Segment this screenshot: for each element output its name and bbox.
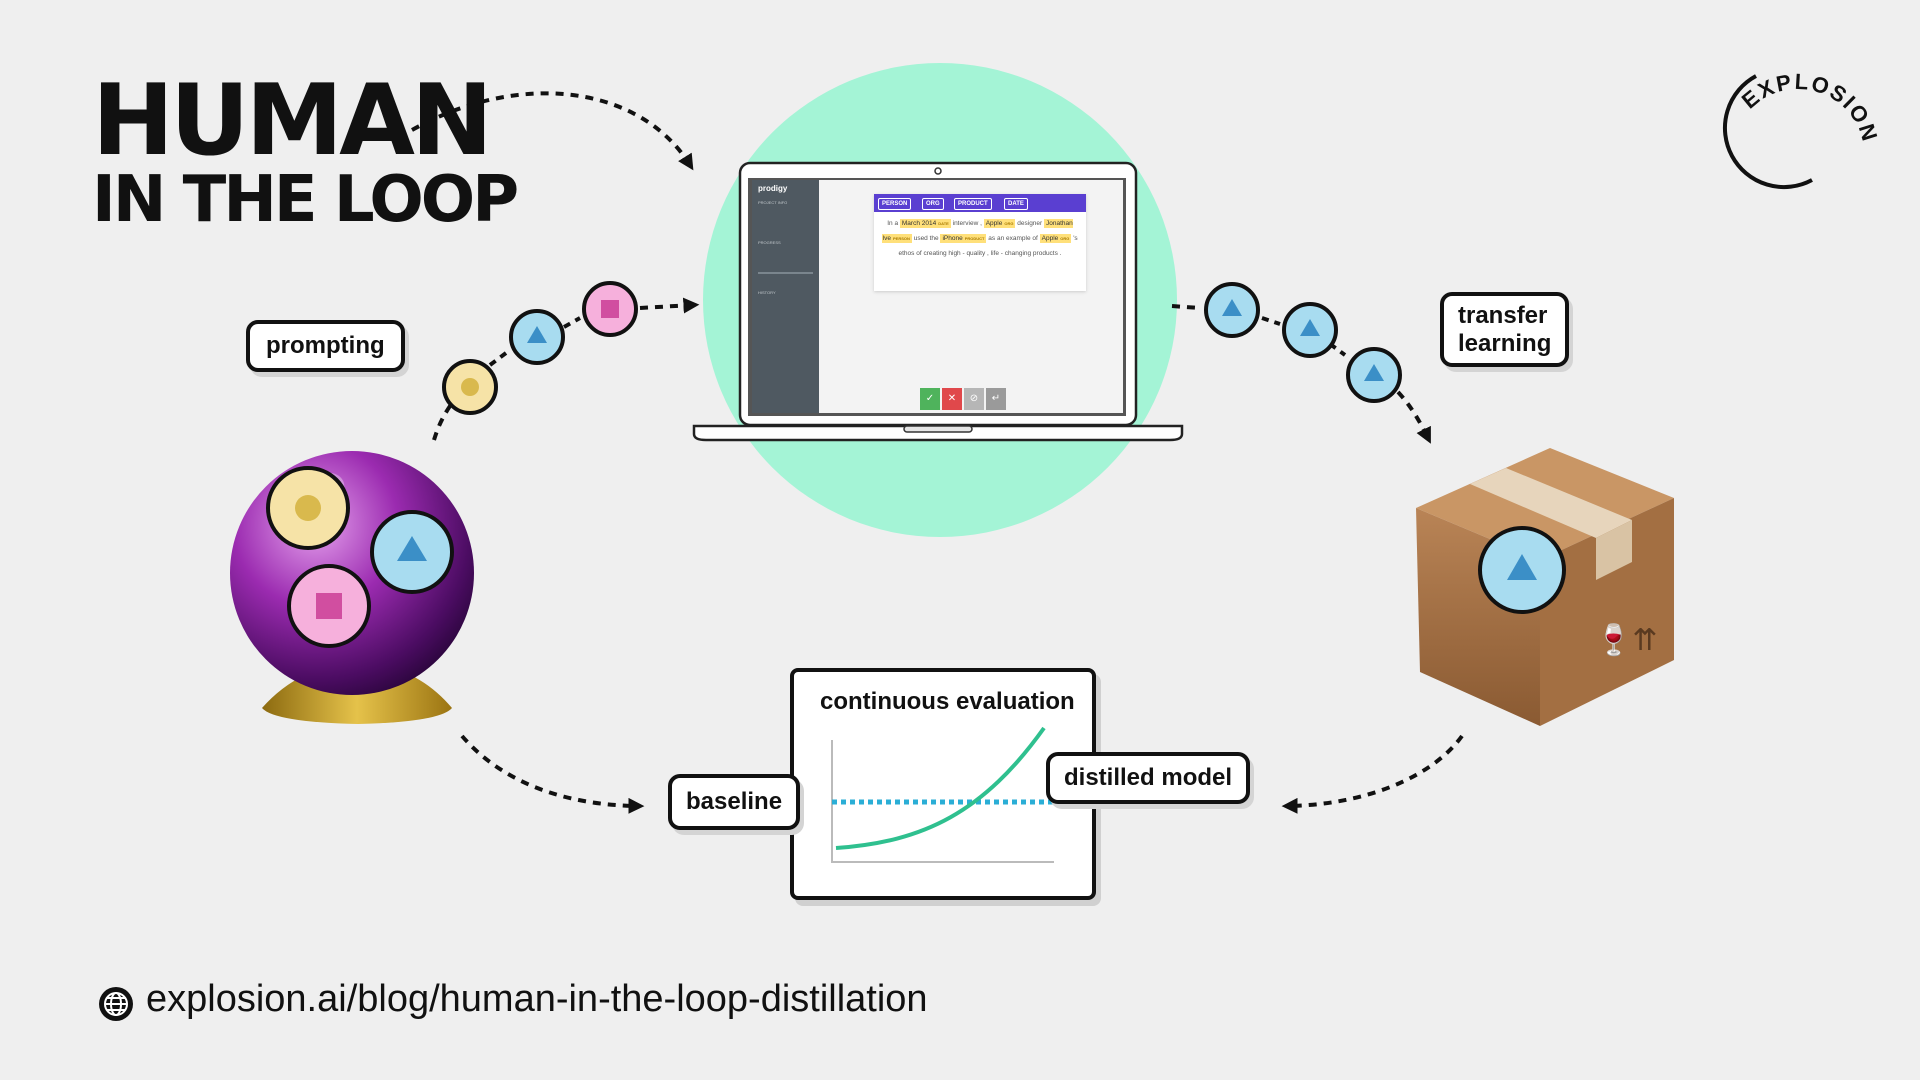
explosion-logo[interactable]: EXPLOSION (1737, 40, 1881, 200)
sidebar-heading-progress: PROGRESS (758, 240, 781, 245)
logo-arc-icon (1722, 74, 1813, 189)
label-org[interactable]: ORG (922, 198, 944, 210)
footer-url[interactable]: explosion.ai/blog/human-in-the-loop-dist… (146, 978, 928, 1020)
chart-axes (831, 740, 1054, 863)
globe-icon (99, 987, 133, 1021)
circle-blue-triangle-1 (1204, 282, 1260, 338)
baseline-label: baseline (686, 788, 783, 815)
prompting-label: prompting (266, 332, 385, 359)
ignore-button[interactable]: ⊘ (964, 388, 984, 410)
explosion-logo-text: EXPLOSION (1737, 69, 1881, 146)
baseline-bubble: baseline (668, 774, 801, 830)
label-date[interactable]: DATE (1004, 198, 1028, 210)
crystal-ball-illustration (230, 451, 474, 724)
arrow-ball-to-eval (460, 734, 645, 814)
distilled-curve (835, 726, 1046, 850)
title-human: HUMAN (92, 64, 493, 178)
evaluation-title: continuous evaluation (820, 688, 1075, 715)
app-brand: prodigy (758, 184, 788, 193)
transfer-learning-bubble: transfer learning (1440, 292, 1570, 368)
ball-yellow-circle (266, 466, 350, 550)
box-blue-circle (1478, 526, 1566, 614)
distilled-label: distilled model (1064, 764, 1233, 791)
box-fragile-icon: 🍷⇈ (1595, 622, 1658, 658)
progress-bar (758, 272, 813, 274)
circle-blue-triangle (509, 309, 565, 365)
ball-blue-circle (370, 510, 454, 594)
sidebar-heading-project: PROJECT INFO (758, 200, 788, 205)
circle-yellow-dot (442, 359, 498, 415)
transfer-label-line1: transfer (1458, 302, 1548, 329)
arrow-tl-link1 (1261, 316, 1281, 326)
reject-button[interactable]: ✕ (942, 388, 962, 410)
arrow-laptop-to-circles (1171, 304, 1201, 310)
prompting-bubble: prompting (246, 320, 405, 372)
label-product[interactable]: PRODUCT (954, 198, 992, 210)
arrow-to-box (1396, 390, 1431, 444)
arrow-circles-link2 (563, 316, 581, 329)
arrow-box-to-eval (1281, 734, 1464, 814)
ball-pink-circle (287, 564, 371, 648)
arrow-circles-link1 (488, 348, 512, 367)
undo-button[interactable]: ↵ (986, 388, 1006, 410)
arrow-to-laptop (639, 297, 700, 314)
circle-blue-triangle-2 (1282, 302, 1338, 358)
circle-pink-square (582, 281, 638, 337)
app-sidebar: prodigy PROJECT INFO PROGRESS HISTORY (752, 180, 819, 413)
label-bar: PERSON ORG PRODUCT DATE (874, 194, 1086, 212)
transfer-label-line2: learning (1458, 329, 1552, 357)
title-in-the-loop: IN THE LOOP (92, 163, 519, 237)
laptop-screen: prodigy PROJECT INFO PROGRESS HISTORY PE… (752, 180, 1123, 413)
label-person[interactable]: PERSON (878, 198, 912, 210)
evaluation-chart (831, 726, 1060, 863)
circle-blue-triangle-3 (1346, 347, 1402, 403)
distilled-model-bubble: distilled model (1046, 752, 1251, 804)
svg-text:EXPLOSION: EXPLOSION (1740, 69, 1880, 146)
cardboard-box-illustration: 🍷⇈ (1416, 448, 1674, 726)
sidebar-heading-history: HISTORY (758, 290, 776, 295)
accept-button[interactable]: ✓ (920, 388, 940, 410)
evaluation-panel: continuous evaluation (790, 668, 1096, 900)
arrow-title-to-laptop (411, 91, 694, 171)
